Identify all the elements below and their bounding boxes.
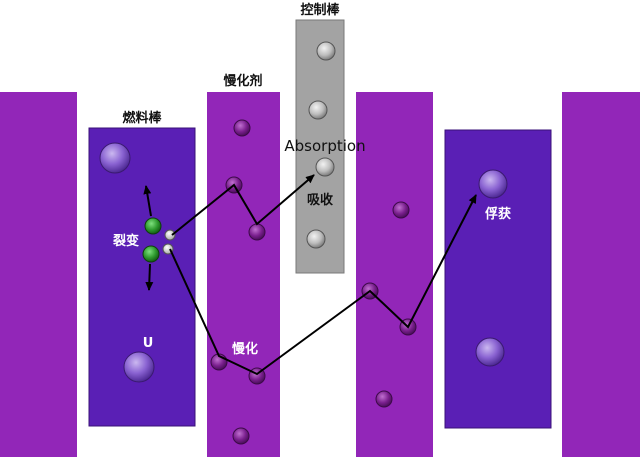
moderator-label: 慢化剂 (223, 73, 262, 89)
uranium-nucleus (478, 169, 508, 199)
fission-label: 裂变 (112, 233, 139, 249)
moderator-atom (233, 119, 251, 137)
moderator-atom (375, 390, 393, 408)
absorption-en-label: Absorption (284, 137, 365, 155)
moderator-column-3 (356, 92, 433, 457)
neutron-path-absorption (171, 174, 315, 236)
control-rod-label: 控制棒 (300, 2, 340, 18)
uranium-nucleus (475, 337, 505, 367)
fission-arrow-up (143, 185, 152, 217)
absorption-cn-label: 吸收 (307, 192, 334, 208)
moderator-column-1 (0, 92, 77, 457)
moderator-atom (248, 223, 266, 241)
fast-neutron (164, 229, 176, 241)
absorber-atom (316, 41, 336, 61)
absorber-atom (306, 229, 326, 249)
moderator-column-4 (562, 92, 640, 457)
uranium-nucleus (99, 142, 131, 174)
moderator-atom (232, 427, 250, 445)
moderator-column-2 (207, 92, 280, 457)
fuel-rod-label: 燃料棒 (122, 110, 162, 126)
uranium-label: U (143, 336, 154, 351)
absorber-atom (315, 157, 335, 177)
absorber-atom (308, 100, 328, 120)
moderation-label: 慢化 (232, 341, 258, 357)
moderator-atom (392, 201, 410, 219)
fission-arrow-down (145, 263, 154, 291)
uranium-nucleus (123, 351, 155, 383)
fission-fragment (142, 245, 160, 263)
neutron-path-capture (169, 194, 477, 376)
control-rod (295, 19, 345, 274)
capture-label: 俘获 (485, 206, 511, 222)
fission-fragment (144, 217, 162, 235)
